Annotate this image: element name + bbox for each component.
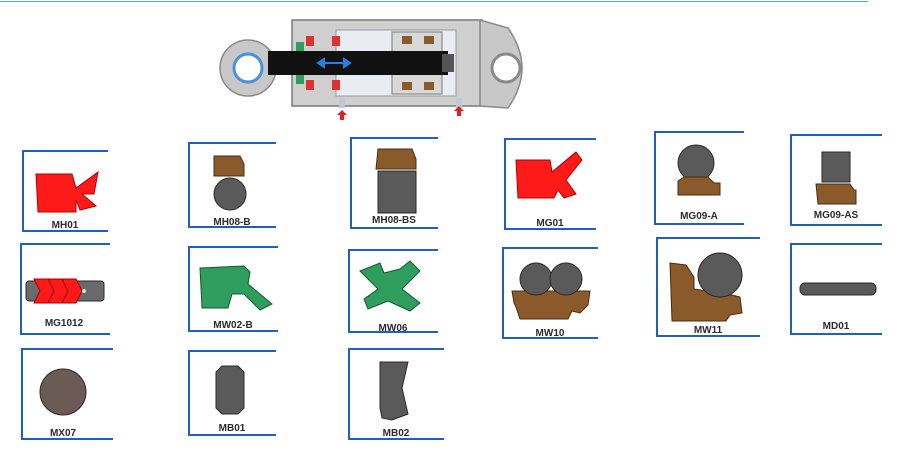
- seal-code-label: MW06: [378, 323, 408, 334]
- seal-code-label: MD01: [822, 321, 850, 332]
- top-divider-line: [0, 1, 868, 2]
- seal-code-label: MH08-B: [213, 217, 251, 228]
- seal-card-mx07: MX07: [21, 348, 113, 440]
- hydraulic-cylinder-illustration: [219, 19, 523, 120]
- card-frame: [654, 131, 744, 225]
- card-frame: [348, 348, 444, 440]
- mw11-profile-icon: [669, 252, 743, 322]
- seal-card-mh08-bs: MH08-BS: [350, 137, 438, 229]
- seal-card-mw10: MW10: [502, 247, 598, 339]
- mw10-profile-icon: [511, 262, 591, 320]
- seal-code-label: MG01: [536, 218, 564, 229]
- rod-eye-left: [219, 39, 277, 97]
- card-frame: [350, 137, 438, 229]
- card-frame: [504, 138, 596, 230]
- seal-code-label: MB01: [218, 423, 246, 434]
- card-frame: [188, 350, 276, 436]
- seal-card-mg09-as: MG09-AS: [790, 134, 882, 226]
- md01-profile-icon: [799, 282, 877, 296]
- card-frame: [22, 150, 108, 232]
- mg01-profile-icon: [515, 151, 583, 199]
- seal-code-label: MG09-AS: [813, 210, 859, 221]
- card-frame: [348, 249, 438, 333]
- seal-card-mh01: MH01: [22, 150, 108, 232]
- card-frame: [188, 142, 276, 228]
- double-arrow-icon: [316, 57, 352, 69]
- mh08-b-profile-icon: [213, 155, 247, 211]
- seal-card-mg1012: MG1012: [20, 243, 110, 335]
- mh08-bs-profile-icon: [375, 148, 417, 214]
- seal-card-mb01: MB01: [188, 350, 276, 436]
- card-frame: [790, 243, 882, 335]
- seal-code-label: MW02-B: [213, 320, 253, 331]
- card-frame: [188, 246, 278, 332]
- card-frame: [656, 237, 760, 337]
- seal-code-label: MB02: [382, 428, 410, 439]
- seal-code-label: MX07: [49, 428, 77, 439]
- mg1012-profile-icon: [25, 278, 105, 304]
- seal-card-mw06: MW06: [348, 249, 438, 334]
- seal-code-label: MW11: [693, 325, 723, 336]
- seal-code-label: MH08-BS: [372, 215, 416, 226]
- mw06-profile-icon: [359, 260, 421, 312]
- mb01-profile-icon: [215, 365, 245, 415]
- mg09-a-profile-icon: [677, 144, 721, 196]
- pressure-arrow-icon: [337, 106, 464, 120]
- piston-rod: [268, 51, 448, 75]
- card-frame: [21, 348, 113, 440]
- seal-code-label: MW10: [535, 328, 565, 339]
- rod-eye-right: [490, 52, 522, 84]
- mb02-profile-icon: [379, 361, 409, 421]
- mh01-profile-icon: [35, 170, 99, 213]
- mx07-profile-icon: [39, 368, 87, 416]
- seal-card-mw02-b: MW02-B: [188, 246, 278, 332]
- mw02-b-profile-icon: [199, 265, 273, 311]
- seal-card-mw11: MW11: [656, 237, 760, 337]
- mg09-as-profile-icon: [815, 151, 857, 205]
- seal-code-label: MG09-A: [680, 211, 718, 222]
- seal-card-md01: MD01: [790, 243, 882, 335]
- seal-card-mg09-a: MG09-A: [654, 131, 744, 225]
- card-frame: [790, 134, 882, 226]
- seal-card-mb02: MB02: [348, 348, 444, 440]
- seal-card-mh08-b: MH08-B: [188, 142, 276, 228]
- card-frame: [502, 247, 598, 339]
- seal-code-label: MG1012: [44, 318, 84, 329]
- seal-code-label: MH01: [51, 220, 79, 231]
- seal-card-mg01: MG01: [504, 138, 596, 230]
- card-frame: [20, 243, 110, 335]
